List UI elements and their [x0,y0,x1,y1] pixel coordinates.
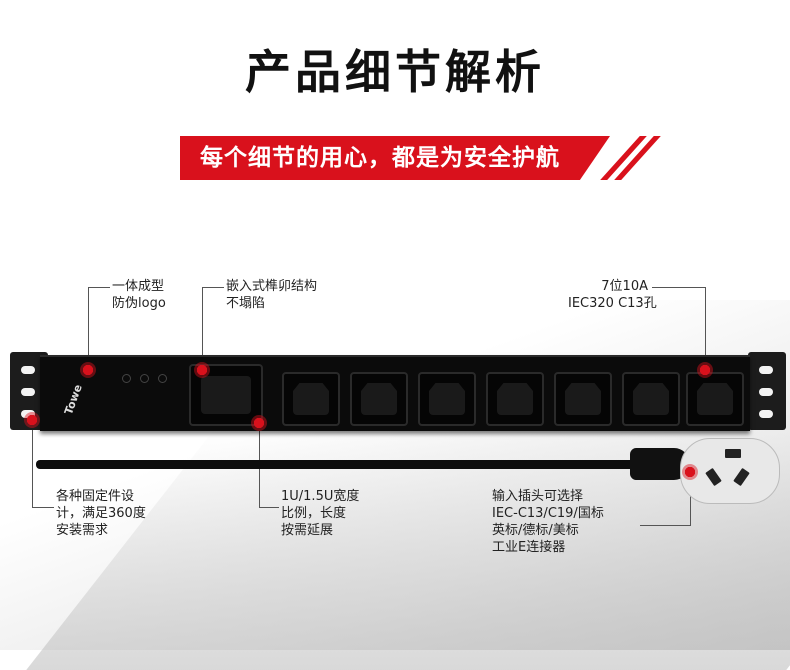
page-title: 产品细节解析 [245,45,545,99]
callout-integrated: 一体成型 防伪logo [112,278,166,312]
outlet-face [497,383,533,415]
callout-line: 1U/1.5U宽度 [281,489,360,504]
plug-prong [733,467,750,487]
outlet-c13 [554,372,612,426]
callout-outlets: 7位10A IEC320 C13孔 [568,278,657,312]
callout-line: 比例，长度 [281,506,347,521]
mounting-hole [759,388,773,396]
leader-line [32,507,54,508]
callout-plug: 输入插头可选择 IEC-C13/C19/国标 英标/德标/美标 工业E连接器 [492,488,604,556]
outlet-c13 [686,372,744,426]
outlet-face [697,383,733,415]
plug-prong [705,467,722,487]
outlet-face [565,383,601,415]
power-cable [36,460,636,469]
marker-dot [80,362,96,378]
callout-line: IEC320 C13孔 [568,296,657,311]
indicator-led [158,374,167,383]
callout-mortise: 嵌入式榫卯结构 不塌陷 [226,278,317,312]
plug-head [680,438,780,504]
outlet-face [633,383,669,415]
callout-line: 7位10A [601,279,648,294]
marker-dot [251,415,267,431]
marker-dot [24,412,40,428]
indicator-led [140,374,149,383]
callout-mounting: 各种固定件设 计，满足360度 安装需求 [56,488,146,539]
outlet-face [429,383,465,415]
outlet-c13 [350,372,408,426]
callout-line: 按需延展 [281,523,334,538]
outlet-c13 [486,372,544,426]
callout-line: 输入插头可选择 [492,489,584,504]
leader-line [88,287,89,369]
callout-line: 计，满足360度 [56,506,146,521]
plug-prong [725,449,741,458]
banner-text: 每个细节的用心，都是为安全护航 [200,145,560,171]
mounting-bracket-right [748,352,786,430]
leader-line [32,426,33,508]
outlet-face [293,383,329,415]
callout-line: IEC-C13/C19/国标 [492,506,604,521]
outlet-c13 [418,372,476,426]
leader-line [202,287,203,369]
outlet-face [201,376,251,414]
leader-line [640,525,691,526]
callout-line: 嵌入式榫卯结构 [226,279,318,294]
callout-line: 一体成型 [112,279,165,294]
callout-line: 各种固定件设 [56,489,135,504]
leader-line [652,287,706,288]
callout-size: 1U/1.5U宽度 比例，长度 按需延展 [281,488,359,539]
callout-line: 英标/德标/美标 [492,523,579,538]
leader-line [88,287,110,288]
callout-line: 防伪logo [112,296,166,311]
mounting-hole [21,366,35,374]
leader-line [259,507,279,508]
mounting-hole [21,388,35,396]
outlet-c13 [282,372,340,426]
outlet-c13 [622,372,680,426]
leader-line [690,478,691,526]
leader-line [705,287,706,369]
mounting-hole [759,366,773,374]
indicator-led [122,374,131,383]
outlet-face [361,383,397,415]
marker-dot [697,362,713,378]
callout-line: 工业E连接器 [492,540,566,555]
marker-dot [682,464,698,480]
callout-line: 安装需求 [56,523,109,538]
marker-dot [194,362,210,378]
leader-line [202,287,224,288]
mounting-hole [759,410,773,418]
banner-background [180,136,610,180]
callout-line: 不塌陷 [226,296,266,311]
